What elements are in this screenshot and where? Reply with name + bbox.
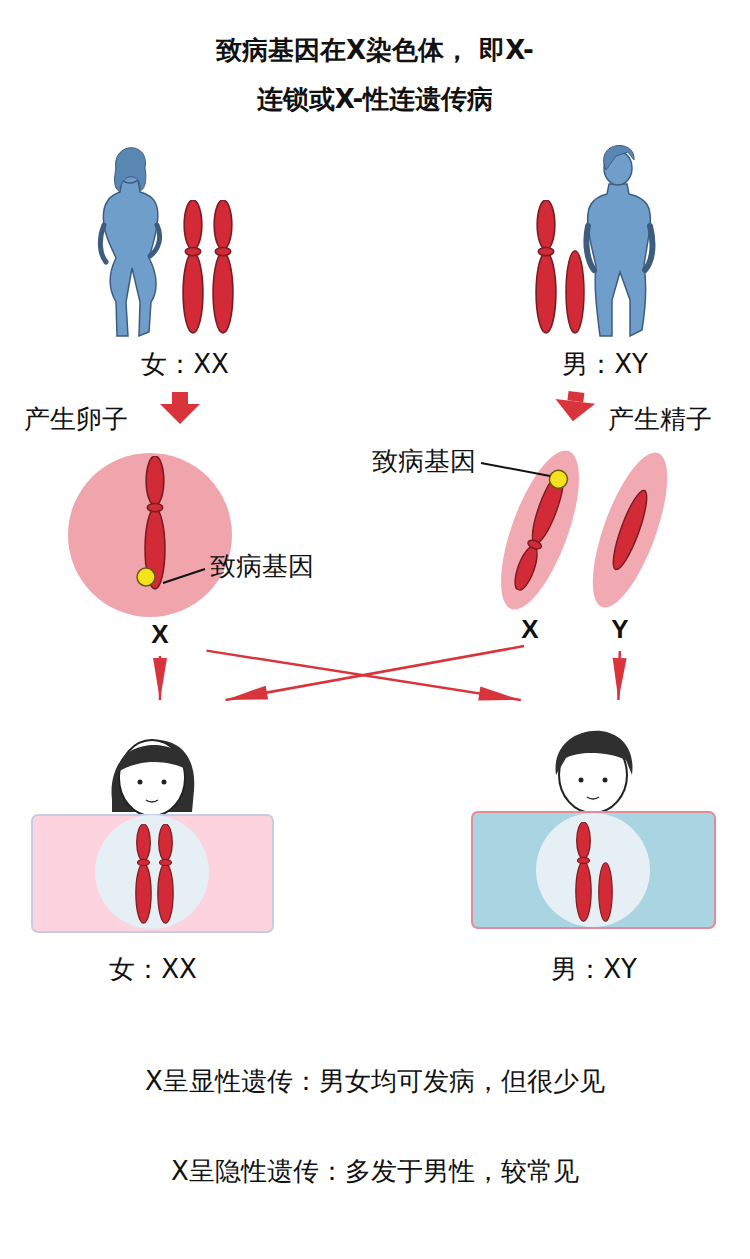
illustration-part [100,225,159,262]
arrow-shaft [567,391,584,402]
arrow-line [226,646,524,700]
inheritance-arrow [153,656,167,700]
illustration-part [536,813,650,927]
father-figure: 男：XY [520,140,690,380]
title: 致病基因在X染色体， 即X-连锁或X-性连遗传病 [195,26,555,125]
illustration-part [576,822,591,921]
sperm-x: X [490,445,570,645]
illustration-part [485,441,595,618]
female-figure [100,148,159,336]
illustration-part [547,468,570,491]
block-arrow [556,391,596,421]
node-label: 男：XY [551,954,637,985]
daughter-box: 女：XX [32,700,274,985]
illustration-part [136,824,151,923]
arrow-head [613,658,627,700]
illustration-part [599,863,613,922]
illustration-part [536,200,556,333]
illustration-part [137,568,155,586]
edge-label: 产生卵子 [22,404,130,435]
callout-label: 致病基因 [372,446,476,477]
illustration-part [579,778,584,783]
arrow-head [478,687,521,701]
arrow-head [160,404,200,424]
illustration-part [68,453,232,617]
illustration-part [578,444,683,616]
node-label: X [151,619,168,650]
illustration-part [183,200,203,333]
egg-cell: X [75,450,245,650]
arrow-shaft [172,392,188,404]
illustration-part [138,780,143,785]
illustration-part [578,444,683,616]
inheritance-arrow [226,646,524,700]
note-text: X呈显性遗传：男女均可发病，但很少见 [0,1066,750,1097]
node-label: 女：XX [141,349,229,380]
node-label: X [521,614,538,645]
illustration-part [587,797,599,799]
illustration-part [32,815,273,932]
illustration-part [146,800,158,802]
illustration-part [118,745,188,772]
illustration-part [604,145,634,170]
illustration-part [586,226,652,270]
illustration-part [162,780,167,785]
girl-head [112,740,195,816]
son-box: 男：XY [472,700,716,985]
illustration-part [607,487,653,572]
illustration-part [588,184,651,336]
illustration-part [115,148,146,192]
illustration-part [158,824,173,923]
node-label: 女：XX [109,954,197,985]
illustration-part [213,200,233,333]
illustration-part [556,731,633,775]
node-label: Y [611,614,628,645]
callout-label: 致病基因 [210,551,314,582]
illustration-part [481,463,550,476]
illustration-part [566,251,584,333]
illustration-part [485,441,595,618]
illustration-part [95,815,209,929]
node-label: 男：XY [562,349,648,380]
illustration-part [472,812,715,928]
arrow-head [556,399,596,421]
inheritance-arrow [613,651,627,700]
edge-label: 产生精子 [606,404,714,435]
illustration-part [603,778,608,783]
illustration-part [163,569,205,583]
note-text: X呈隐性遗传：多发于男性，较常见 [0,1156,750,1187]
male-figure [586,145,652,336]
block-arrow [160,392,200,424]
arrow-head [226,686,269,700]
mother-figure: 女：XX [90,140,280,380]
sperm-y: Y [595,445,645,645]
arrow-head [153,658,167,700]
boy-head [556,731,633,813]
